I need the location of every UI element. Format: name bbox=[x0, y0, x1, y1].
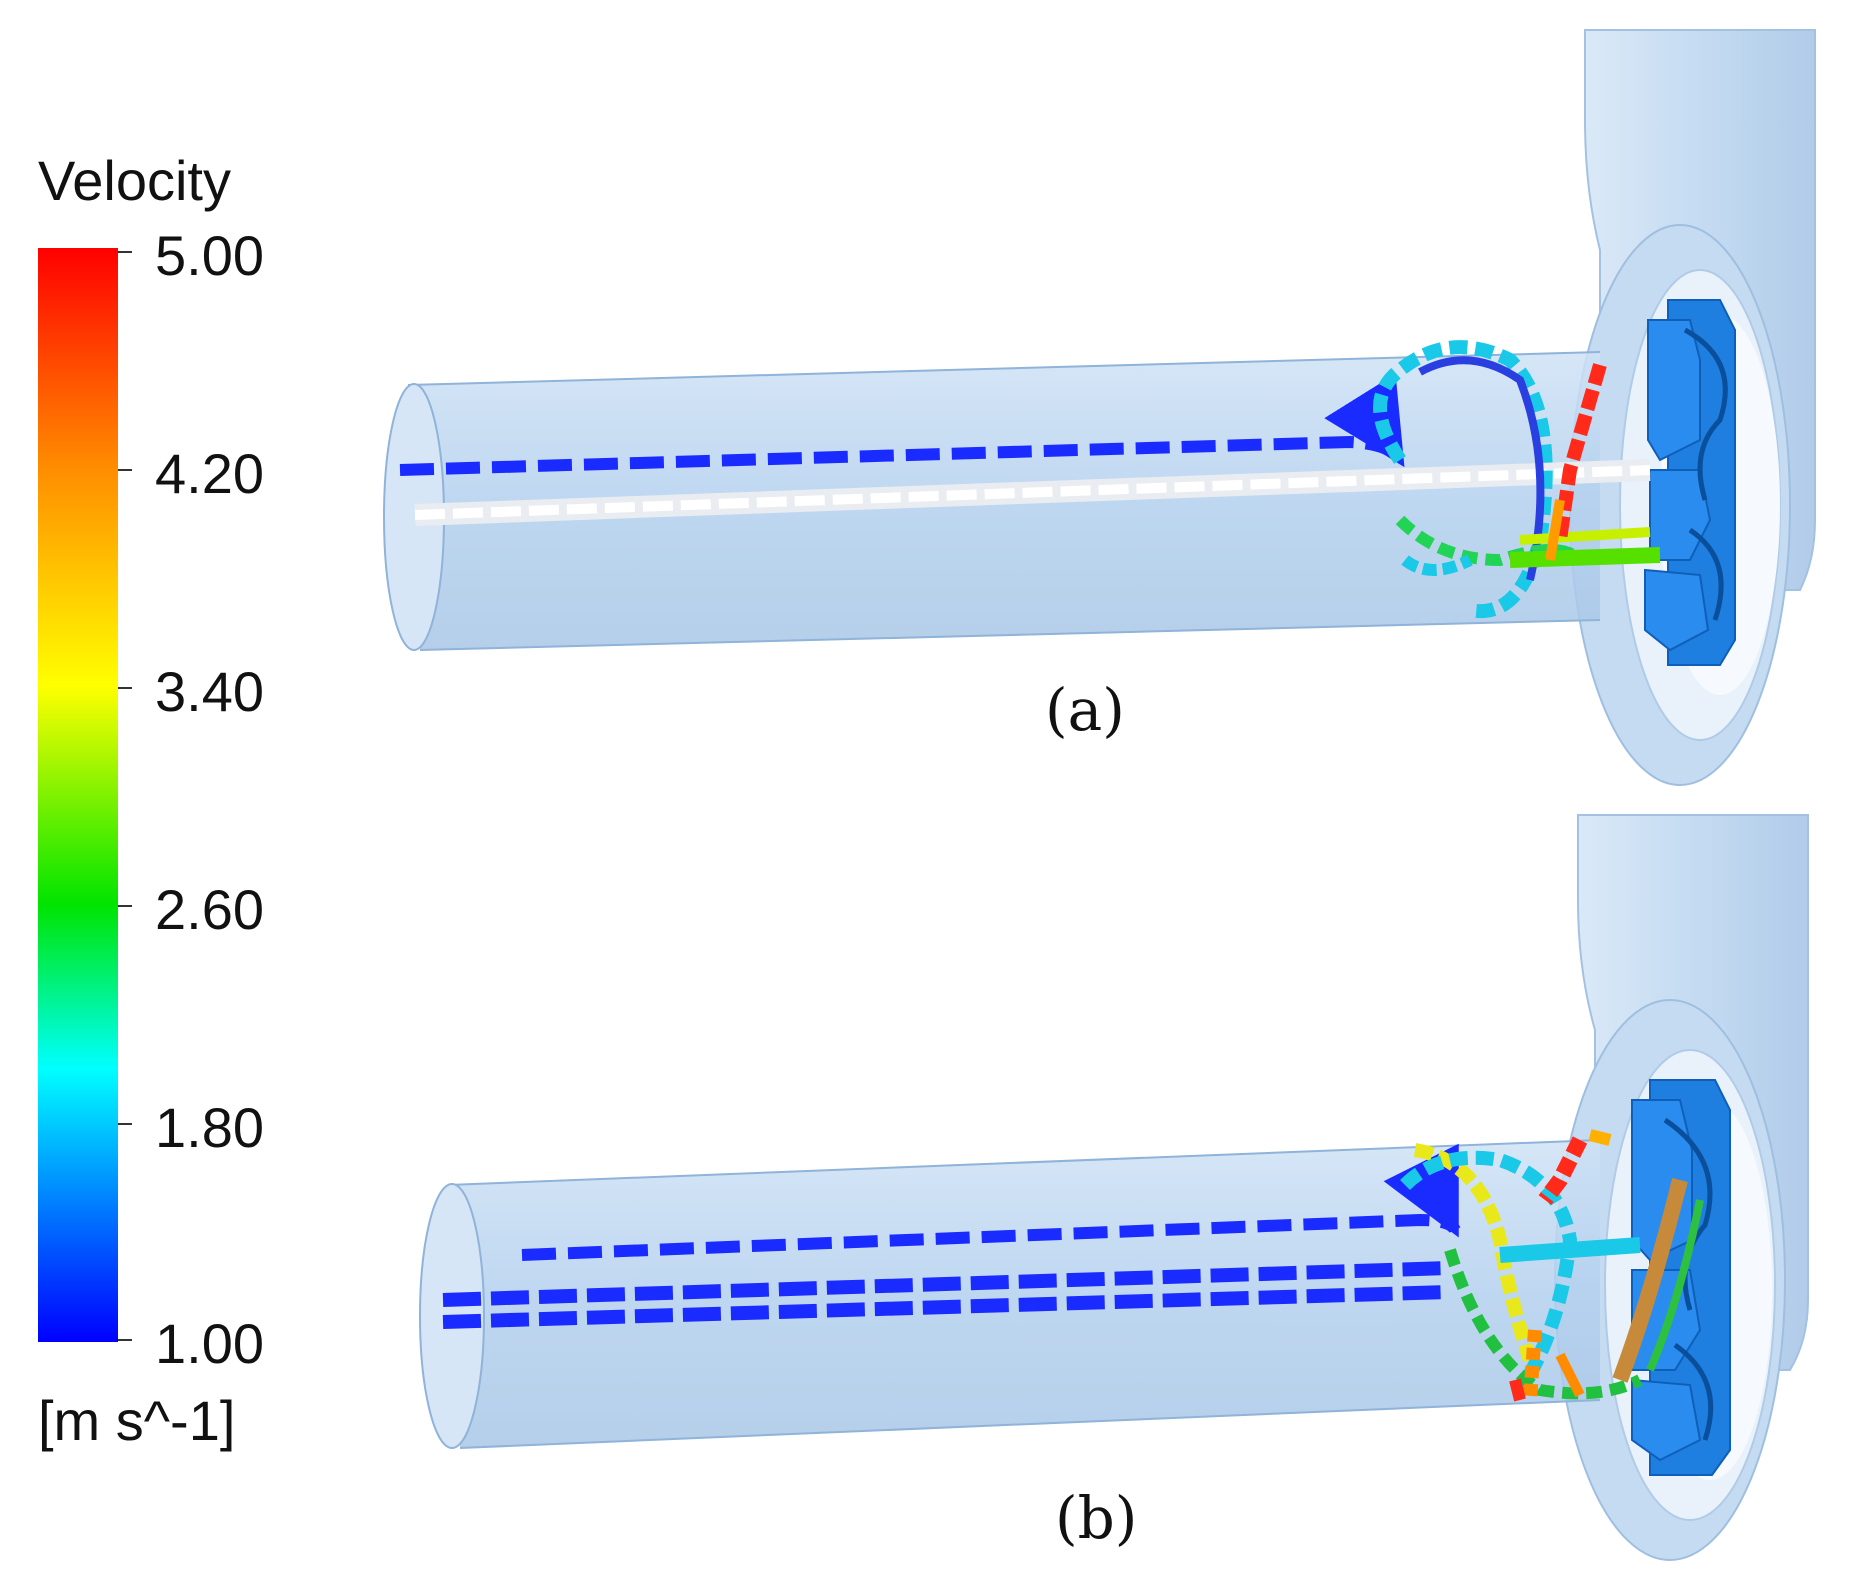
legend-tick-label: 1.00 bbox=[155, 1312, 264, 1375]
streamline-white bbox=[414, 459, 1651, 526]
streamline-blue bbox=[399, 373, 1406, 476]
vortex-swirl bbox=[1373, 340, 1661, 619]
legend-tick-label: 1.80 bbox=[155, 1096, 264, 1159]
impeller bbox=[1644, 299, 1736, 666]
panel-a: (a) bbox=[383, 29, 1816, 786]
legend-colorbar bbox=[38, 248, 118, 1342]
vortex-swirl bbox=[1400, 1129, 1704, 1402]
legend-ticks bbox=[118, 251, 132, 1341]
panel-label: (b) bbox=[1055, 1484, 1137, 1552]
legend-tick-label: 4.20 bbox=[155, 442, 264, 505]
legend-tick-label: 5.00 bbox=[155, 224, 264, 287]
color-legend: Velocity 5.00 4.20 3.40 2.60 1.80 1.00 [… bbox=[38, 149, 264, 1452]
panel-label: (a) bbox=[1045, 676, 1125, 744]
streamline-blue-upper bbox=[521, 1143, 1461, 1261]
legend-title: Velocity bbox=[38, 149, 231, 212]
panel-b: (b) bbox=[419, 814, 1809, 1561]
streamline-blue-lower bbox=[442, 1261, 1451, 1329]
legend-tick-label: 2.60 bbox=[155, 878, 264, 941]
legend-unit: [m s^-1] bbox=[38, 1389, 235, 1452]
legend-tick-label: 3.40 bbox=[155, 660, 264, 723]
